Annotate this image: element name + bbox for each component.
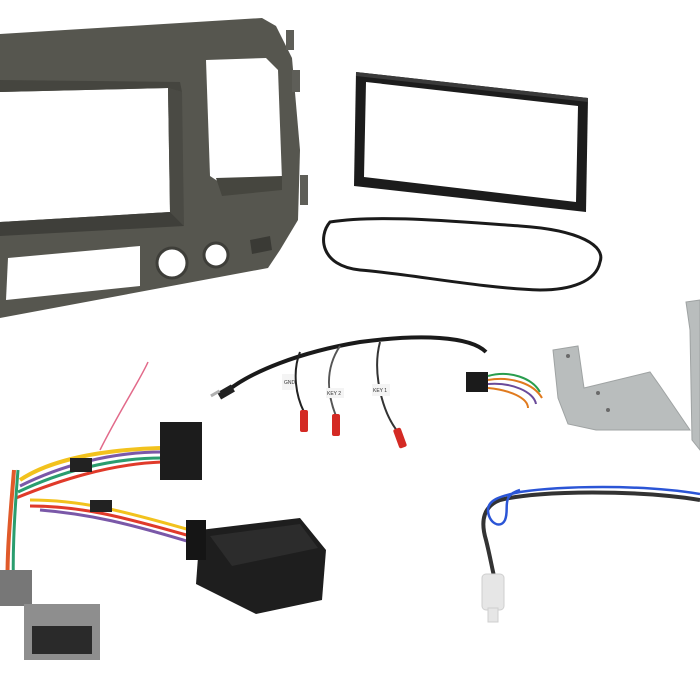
label-gnd: GND — [282, 374, 296, 390]
svg-text:KEY 2: KEY 2 — [327, 391, 341, 397]
label-key1: KEY 1 — [372, 384, 390, 396]
fascia-panel — [0, 18, 308, 318]
antenna-adapter — [481, 485, 700, 623]
label-key2: KEY 2 — [326, 388, 344, 398]
trim-seal — [322, 217, 603, 292]
key-lead-harness: GND KEY 2 KEY 1 — [210, 335, 543, 449]
mounting-brackets — [552, 299, 700, 451]
steering-control-harness — [0, 361, 202, 660]
double-din-surround — [354, 72, 588, 212]
interface-module — [186, 518, 326, 614]
svg-text:GND: GND — [284, 380, 296, 386]
svg-text:KEY 1: KEY 1 — [373, 388, 387, 394]
